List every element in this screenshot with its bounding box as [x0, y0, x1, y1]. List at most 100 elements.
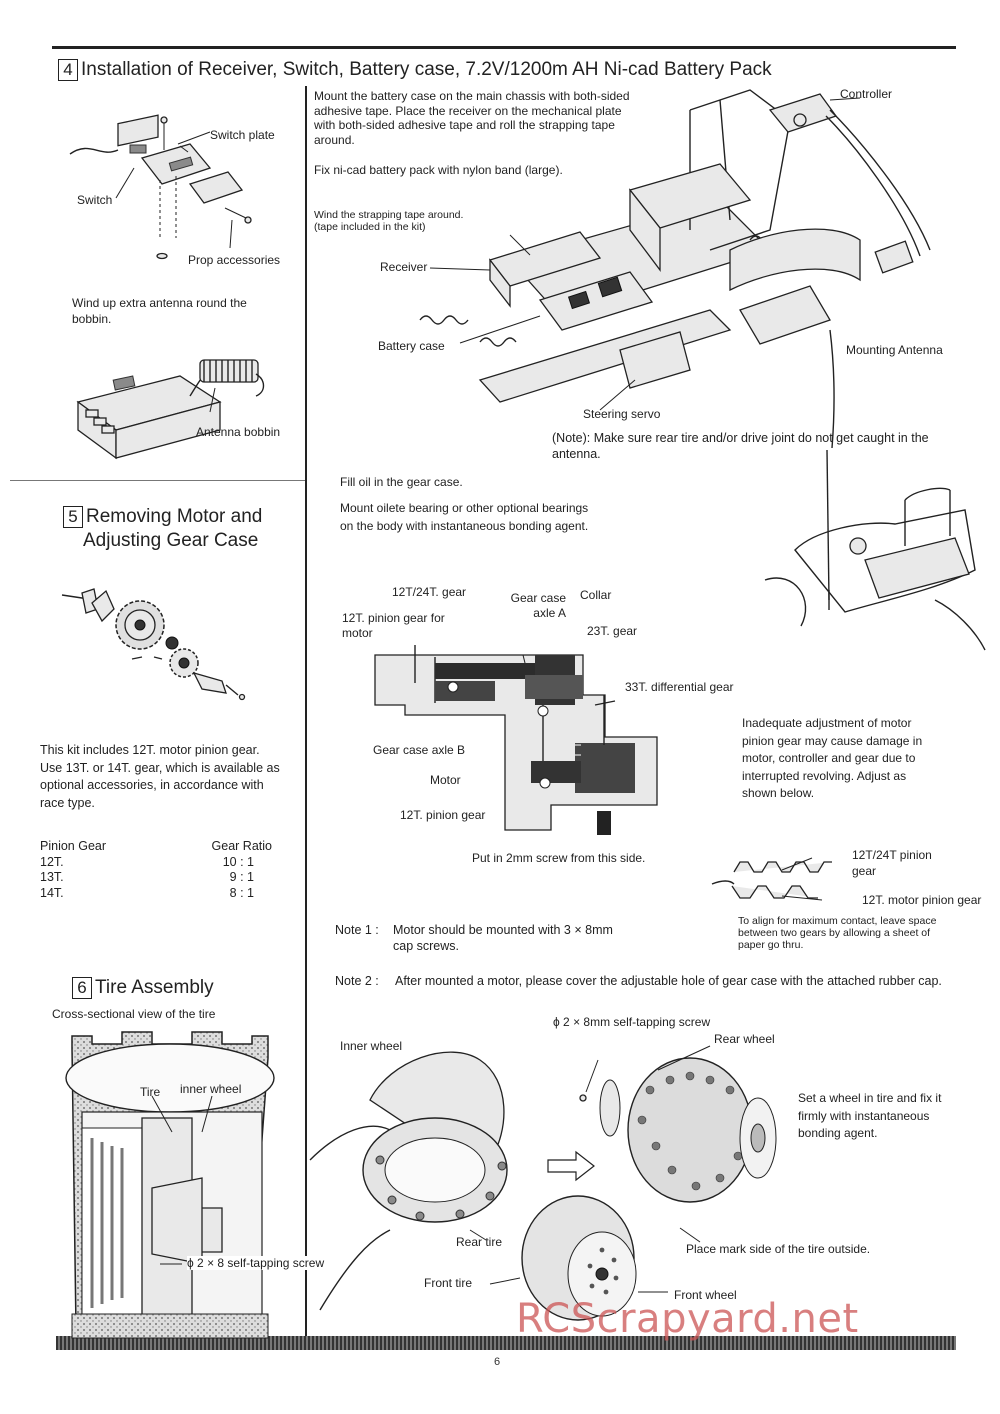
- battery-case-label: Battery case: [378, 339, 445, 353]
- rear-wheel-label: Rear wheel: [714, 1032, 775, 1046]
- front-tire-assembly: [521, 1195, 637, 1321]
- section-5-title-line2: Adjusting Gear Case: [83, 530, 259, 551]
- receiver-label: Receiver: [380, 260, 428, 274]
- gear-case-axle-b-label: Gear case axle B: [373, 743, 466, 757]
- place-mark-label: Place mark side of the tire outside.: [686, 1242, 871, 1256]
- screw-cs-label: ϕ 2 × 8 self-tapping screw: [187, 1256, 325, 1270]
- watermark: RCScrapyard.net: [516, 1296, 859, 1342]
- switch-plate-label: Switch plate: [210, 128, 275, 142]
- antenna-mount-diagram: [764, 449, 986, 651]
- wind-tape-instructions: Wind the strapping tape around. (tape in…: [314, 209, 464, 233]
- bobbin-coil: [199, 359, 259, 383]
- note-2-label: Note 2 :: [335, 974, 379, 988]
- table-cell: 14T.: [40, 885, 64, 900]
- section-6-number: 6: [72, 977, 92, 999]
- collar-label: Collar: [580, 588, 612, 602]
- column-divider: [305, 86, 307, 1336]
- note-1-text: Motor should be mounted with 3 × 8mm cap…: [393, 923, 613, 953]
- mesh-upper-label: 12T/24T pinion gear: [852, 848, 932, 878]
- table-cell: 10 : 1: [222, 854, 254, 869]
- tire-cross-section: [65, 1031, 275, 1339]
- prop-accessories-label: Prop accessories: [188, 253, 281, 267]
- gear-12-24: [435, 663, 535, 701]
- battery-pack: [628, 163, 752, 272]
- steering-servo: [619, 331, 691, 389]
- table-row: 13T. 9 : 1: [40, 870, 272, 886]
- inner-wheel-section: [81, 1117, 223, 1329]
- fill-oil-text: Fill oil in the gear case.: [340, 475, 463, 489]
- screw-label: ϕ 2 × 8mm self-tapping screw: [553, 1015, 711, 1029]
- antenna-note: (Note): Make sure rear tire and/or drive…: [552, 431, 942, 462]
- inadequate-adjustment-text: Inadequate adjustment of motor pinion ge…: [742, 716, 923, 800]
- arrow-right: [547, 1150, 595, 1182]
- top-rule: [52, 46, 956, 49]
- receiver-buttons: [85, 409, 115, 434]
- table-row: 14T. 8 : 1: [40, 886, 272, 902]
- pinion-12-label: 12T. pinion gear: [400, 808, 486, 822]
- tire-label: Tire: [140, 1085, 161, 1099]
- align-text: To align for maximum contact, leave spac…: [738, 915, 937, 951]
- section-6-subtitle: Cross-sectional view of the tire: [52, 1007, 216, 1021]
- battery-case: [538, 271, 654, 331]
- section-5-title-line1: Removing Motor and: [86, 506, 263, 527]
- antenna-bobbin-diagram: [76, 359, 265, 460]
- gear-33-label: 33T. differential gear: [625, 680, 734, 694]
- tire-assembly-diagram: [309, 1045, 777, 1321]
- note-1: Note 1 : Motor should be mounted with 3 ×…: [335, 923, 635, 954]
- section-5-number: 5: [63, 506, 83, 528]
- note-1-label: Note 1 :: [335, 923, 379, 937]
- gear-mesh-diagram: [711, 857, 832, 901]
- mesh-lower-label: 12T. motor pinion gear: [862, 893, 982, 907]
- table-cell: 13T.: [40, 870, 64, 884]
- section-4-title: Installation of Receiver, Switch, Batter…: [81, 59, 772, 80]
- motor-label: Motor: [430, 773, 461, 787]
- hand-tire: [309, 1051, 508, 1311]
- mount-instructions: Mount the battery case on the main chass…: [314, 89, 630, 147]
- controller: [768, 93, 838, 133]
- table-cell: 8 : 1: [229, 885, 254, 900]
- chassis-diagram: [419, 89, 931, 449]
- section-4-number: 4: [58, 59, 78, 81]
- receiver-box: [488, 231, 602, 308]
- screw-side-label: Put in 2mm screw from this side.: [472, 851, 646, 865]
- rear-tire-label: Rear tire: [456, 1235, 503, 1249]
- set-wheel-text: Set a wheel in tire and fix it firmly wi…: [798, 1091, 942, 1140]
- left-column-divider-1: [10, 480, 305, 481]
- motor-gear-diagram: [61, 588, 246, 701]
- mount-oilete-text: Mount oilete bearing or other optional b…: [340, 501, 589, 533]
- antenna-note-text: Make sure rear tire and/or drive joint d…: [552, 431, 929, 461]
- pinion-for-motor-label: 12T. pinion gear for motor: [342, 611, 445, 640]
- differential-gear: [531, 743, 635, 793]
- front-wheel-label: Front wheel: [674, 1288, 737, 1302]
- rear-wheel-block: [729, 228, 861, 345]
- inner-wheel-label: Inner wheel: [340, 1039, 403, 1053]
- prop-accessory: [188, 171, 244, 204]
- bottom-bar: [56, 1336, 956, 1350]
- table-cell: 12T.: [40, 854, 64, 869]
- switch-body: [117, 114, 159, 154]
- inner-wheel-cs-label: inner wheel: [180, 1082, 242, 1096]
- spur-gear-large: [115, 600, 165, 650]
- kit-includes-text: This kit includes 12T. motor pinion gear…: [40, 743, 280, 810]
- antenna-bobbin-label: Antenna bobbin: [196, 425, 281, 439]
- steering-servo-label: Steering servo: [583, 407, 661, 421]
- gear-case-diagram: [374, 645, 658, 835]
- controller-label: Controller: [840, 87, 893, 101]
- switch-diagram: [69, 114, 252, 260]
- rear-tire-assembly: [599, 1057, 777, 1203]
- table-header-row: Pinion Gear Gear Ratio: [40, 839, 272, 855]
- fix-battery-instructions: Fix ni-cad battery pack with nylon band …: [314, 163, 563, 177]
- gear-23: [525, 655, 583, 705]
- wind-antenna-text: Wind up extra antenna round the bobbin.: [72, 296, 247, 326]
- antenna-note-label: (Note):: [552, 431, 591, 445]
- gear-case-axle-a-label: Gear case axle A: [510, 591, 566, 620]
- front-tire-label: Front tire: [424, 1276, 473, 1290]
- switch-plate: [140, 143, 212, 185]
- page-number: 6: [494, 1356, 501, 1368]
- table-header: Pinion Gear: [40, 839, 107, 853]
- mounting-antenna-label: Mounting Antenna: [846, 343, 943, 357]
- note-2: Note 2 :After mounted a motor, please co…: [335, 974, 955, 990]
